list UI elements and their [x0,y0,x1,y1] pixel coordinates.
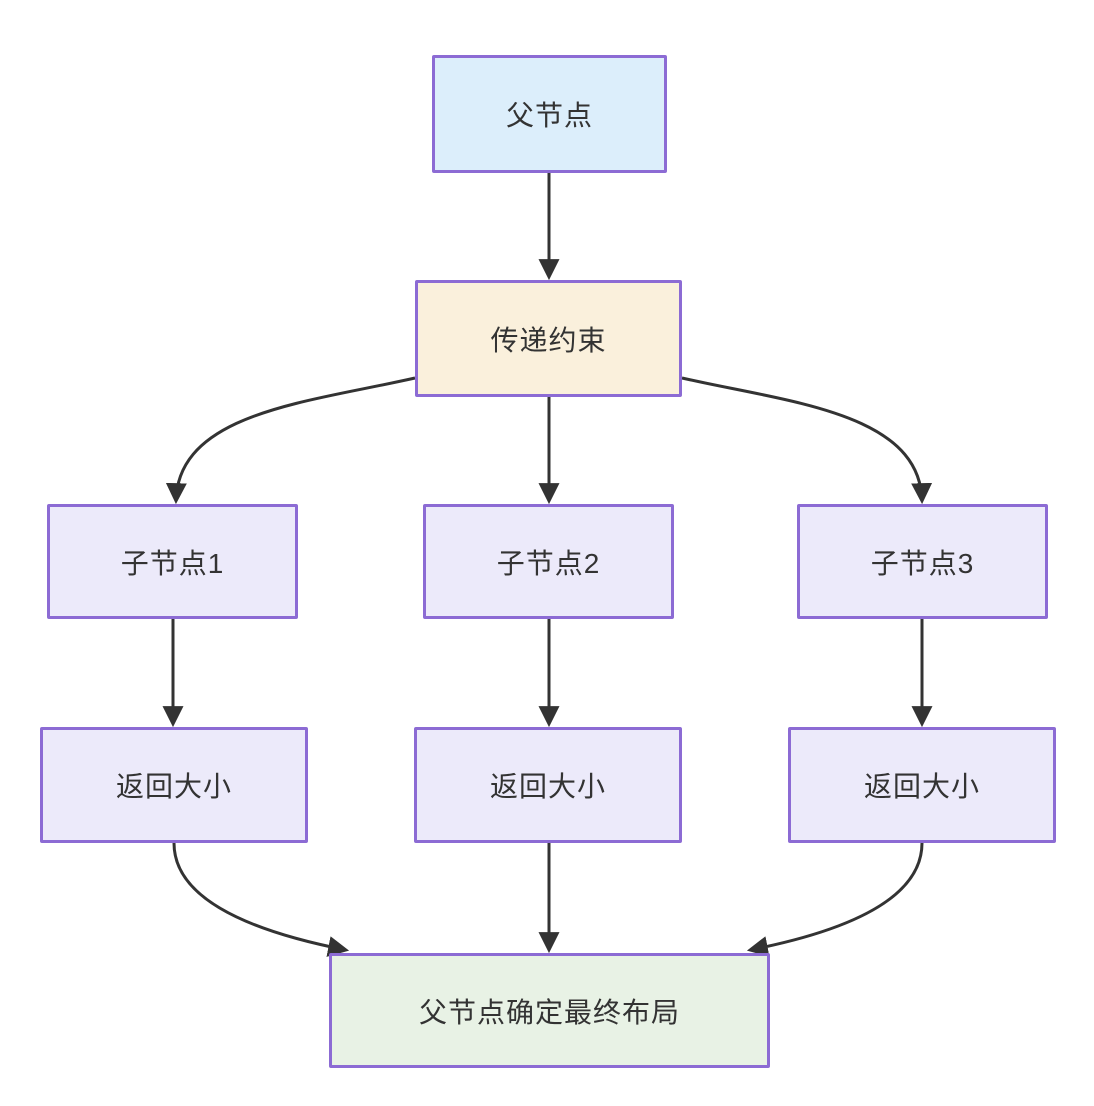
node-size1-label: 返回大小 [115,771,232,802]
node-child1-label: 子节点1 [120,547,225,579]
arrow-size3-to-final [746,842,924,957]
arrow-constraint-to-child1 [165,376,416,505]
node-size2-label: 返回大小 [489,771,606,802]
node-child3: 子节点3 [797,504,1048,619]
node-child2: 子节点2 [423,504,674,619]
node-child1: 子节点1 [47,504,298,619]
node-size3: 返回大小 [788,727,1056,843]
node-final-label: 父节点确定最终布局 [418,996,680,1028]
node-child3-label: 子节点3 [870,547,975,579]
node-final: 父节点确定最终布局 [329,953,770,1068]
node-size1: 返回大小 [40,727,308,843]
arrow-constraint-to-child3 [681,376,933,505]
node-parent-label: 父节点 [505,100,593,131]
arrow-size1-to-final [172,842,350,957]
node-child2-label: 子节点2 [496,547,601,579]
node-size2: 返回大小 [414,727,682,843]
node-constraint-label: 传递约束 [490,324,607,356]
node-parent: 父节点 [432,55,667,173]
node-size3-label: 返回大小 [863,771,980,802]
node-constraint: 传递约束 [415,280,682,397]
